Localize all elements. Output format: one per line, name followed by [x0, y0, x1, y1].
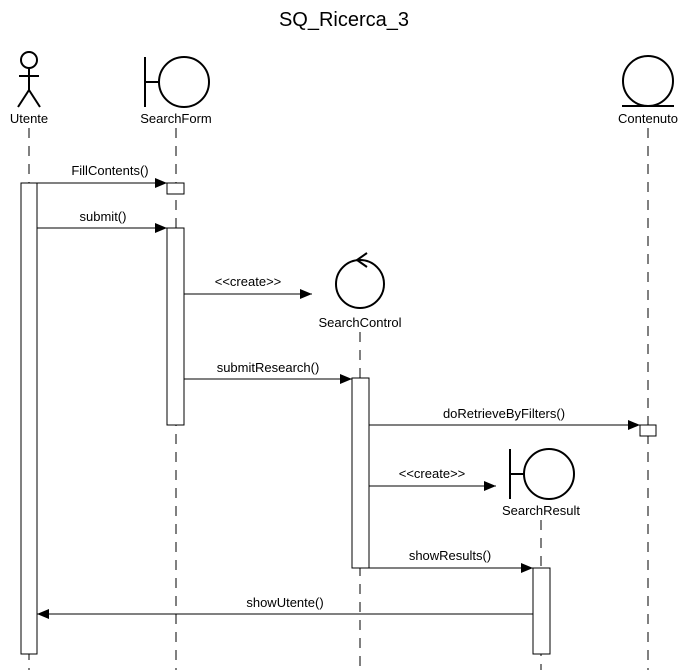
activation-contenuto [639, 424, 657, 437]
participant-label-searchcontrol: SearchControl [318, 315, 401, 330]
participant-label-contenuto: Contenuto [618, 111, 678, 126]
control-searchcontrol-icon [335, 252, 385, 309]
message-label-showresults: showResults() [409, 548, 491, 563]
participant-label-searchresult: SearchResult [502, 503, 580, 518]
activation-searchform-fill [166, 182, 185, 195]
actor-utente-icon [17, 51, 41, 108]
boundary-searchresult-icon [509, 448, 575, 500]
message-label-create-searchresult: <<create>> [399, 466, 466, 481]
message-label-submit: submit() [80, 209, 127, 224]
diagram-title: SQ_Ricerca_3 [279, 9, 409, 31]
message-label-fillcontents: FillContents() [71, 163, 148, 178]
message-label-showutente: showUtente() [246, 595, 323, 610]
activation-searchcontrol [351, 377, 370, 569]
message-label-submitresearch: submitResearch() [217, 360, 320, 375]
entity-contenuto-icon [622, 55, 674, 107]
participant-label-searchform: SearchForm [140, 111, 212, 126]
participant-label-utente: Utente [10, 111, 48, 126]
boundary-searchform-icon [144, 56, 210, 108]
activation-utente [20, 182, 38, 655]
message-label-create-searchcontrol: <<create>> [215, 274, 282, 289]
activation-searchform [166, 227, 185, 426]
message-label-doretrievebyfilters: doRetrieveByFilters() [443, 406, 565, 421]
activation-searchresult [532, 567, 551, 655]
